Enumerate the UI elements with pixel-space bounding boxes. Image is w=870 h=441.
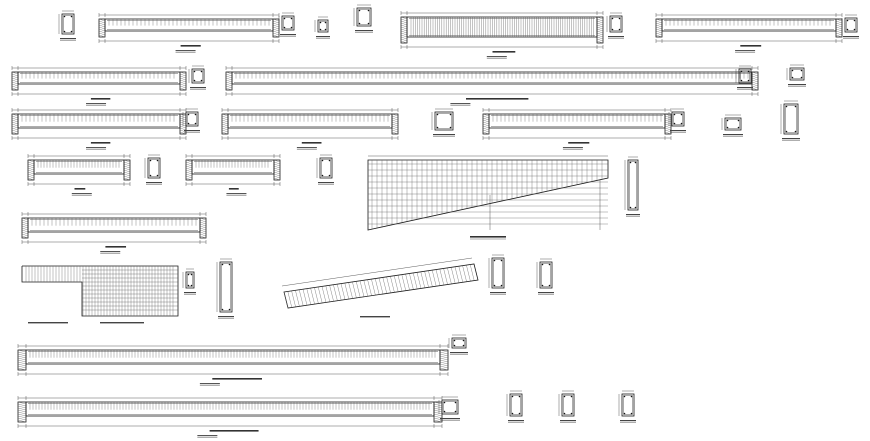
section-detail-10 [182, 108, 200, 133]
section-detail-7 [188, 65, 206, 90]
section-detail-16 [316, 154, 334, 185]
section-detail-4 [353, 4, 373, 33]
section-detail-11 [431, 108, 455, 137]
beam-elevation-5 [11, 108, 187, 150]
beam-elevation-10 [21, 212, 207, 254]
tapered-beam-elevation [367, 155, 609, 240]
section-detail-25 [558, 390, 576, 423]
section-detail-21 [536, 258, 554, 295]
section-detail-6 [841, 14, 859, 39]
section-detail-9 [786, 64, 806, 87]
section-detail-19 [216, 258, 234, 319]
continuous-beam-elevation-3 [17, 396, 443, 438]
section-detail-17 [624, 156, 640, 217]
section-detail-20 [488, 254, 506, 295]
section-detail-26 [618, 390, 636, 423]
section-detail-1 [58, 10, 76, 41]
section-detail-22 [448, 334, 468, 355]
beam-elevation-6 [221, 108, 399, 150]
section-detail-13 [721, 114, 743, 137]
beam-elevation-2 [400, 11, 604, 59]
beam-elevation-8 [27, 154, 131, 196]
beam-elevation-9 [185, 154, 281, 196]
section-detail-2 [278, 12, 296, 37]
section-detail-24 [506, 390, 524, 423]
section-detail-15 [144, 154, 162, 185]
beam-elevation-7 [482, 108, 672, 150]
beam-elevation-3 [655, 13, 843, 53]
section-detail-14 [780, 100, 800, 141]
section-detail-18 [182, 268, 196, 295]
section-detail-23 [438, 396, 460, 421]
beam-elevation-1 [98, 13, 280, 53]
stair-beam-elevation-1 [21, 265, 179, 324]
beam-elevation-4 [11, 66, 187, 106]
section-detail-5 [606, 12, 624, 39]
section-detail-3 [314, 16, 330, 39]
continuous-beam-elevation-2 [17, 344, 449, 386]
section-detail-8 [735, 65, 753, 90]
inclined-beam-elevation [281, 257, 479, 318]
section-detail-12 [668, 108, 686, 133]
continuous-beam-elevation-1 [225, 66, 759, 106]
